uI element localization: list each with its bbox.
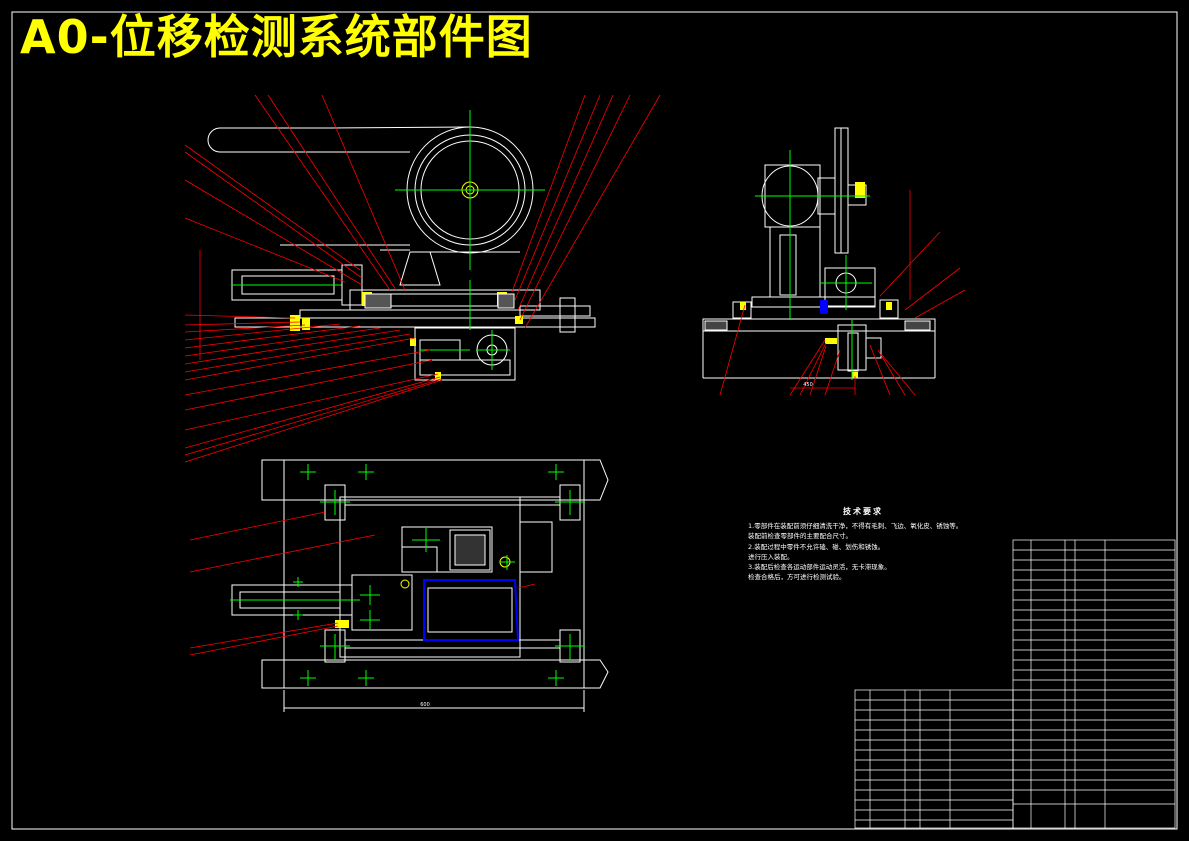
- drawing-frame: [11, 11, 1178, 830]
- technical-requirement-line: 进行压入装配。: [748, 552, 794, 561]
- top-view-centerlines: [230, 464, 585, 686]
- side-view-centerlines: [755, 150, 872, 380]
- side-view-leaders: [719, 190, 966, 396]
- technical-requirement-line: 3.装配后检查各运动部件运动灵活，无卡滞现象。: [748, 562, 891, 571]
- technical-requirements-heading: 技术要求: [843, 507, 883, 516]
- top-view: [231, 459, 609, 712]
- dimension-side-view-width: 450: [803, 382, 813, 388]
- front-view: [207, 126, 596, 381]
- top-view-leaders: [189, 511, 536, 656]
- front-view-centerlines: [395, 110, 545, 370]
- dimension-top-view-width: 600: [420, 702, 430, 708]
- technical-requirement-line: 检查合格后，方可进行检测试验。: [748, 572, 846, 581]
- technical-requirement-line: 装配前检查零部件的主要配合尺寸。: [748, 532, 852, 541]
- technical-requirement-line: 2.装配过程中零件不允许磕、碰、划伤和锈蚀。: [748, 542, 885, 551]
- technical-requirements: 技术要求 1.零部件在装配前须仔细清洗干净，不得有毛刺、飞边、氧化皮、锈蚀等。 …: [748, 506, 978, 582]
- parts-list-left: [854, 689, 1014, 829]
- technical-requirement-line: 1.零部件在装配前须仔细清洗干净，不得有毛刺、飞边、氧化皮、锈蚀等。: [748, 522, 963, 531]
- parts-list-right: [1012, 539, 1176, 829]
- front-view-leaders: [184, 94, 661, 463]
- drawing-title: A0-位移检测系统部件图: [20, 10, 533, 64]
- side-view: [702, 127, 936, 379]
